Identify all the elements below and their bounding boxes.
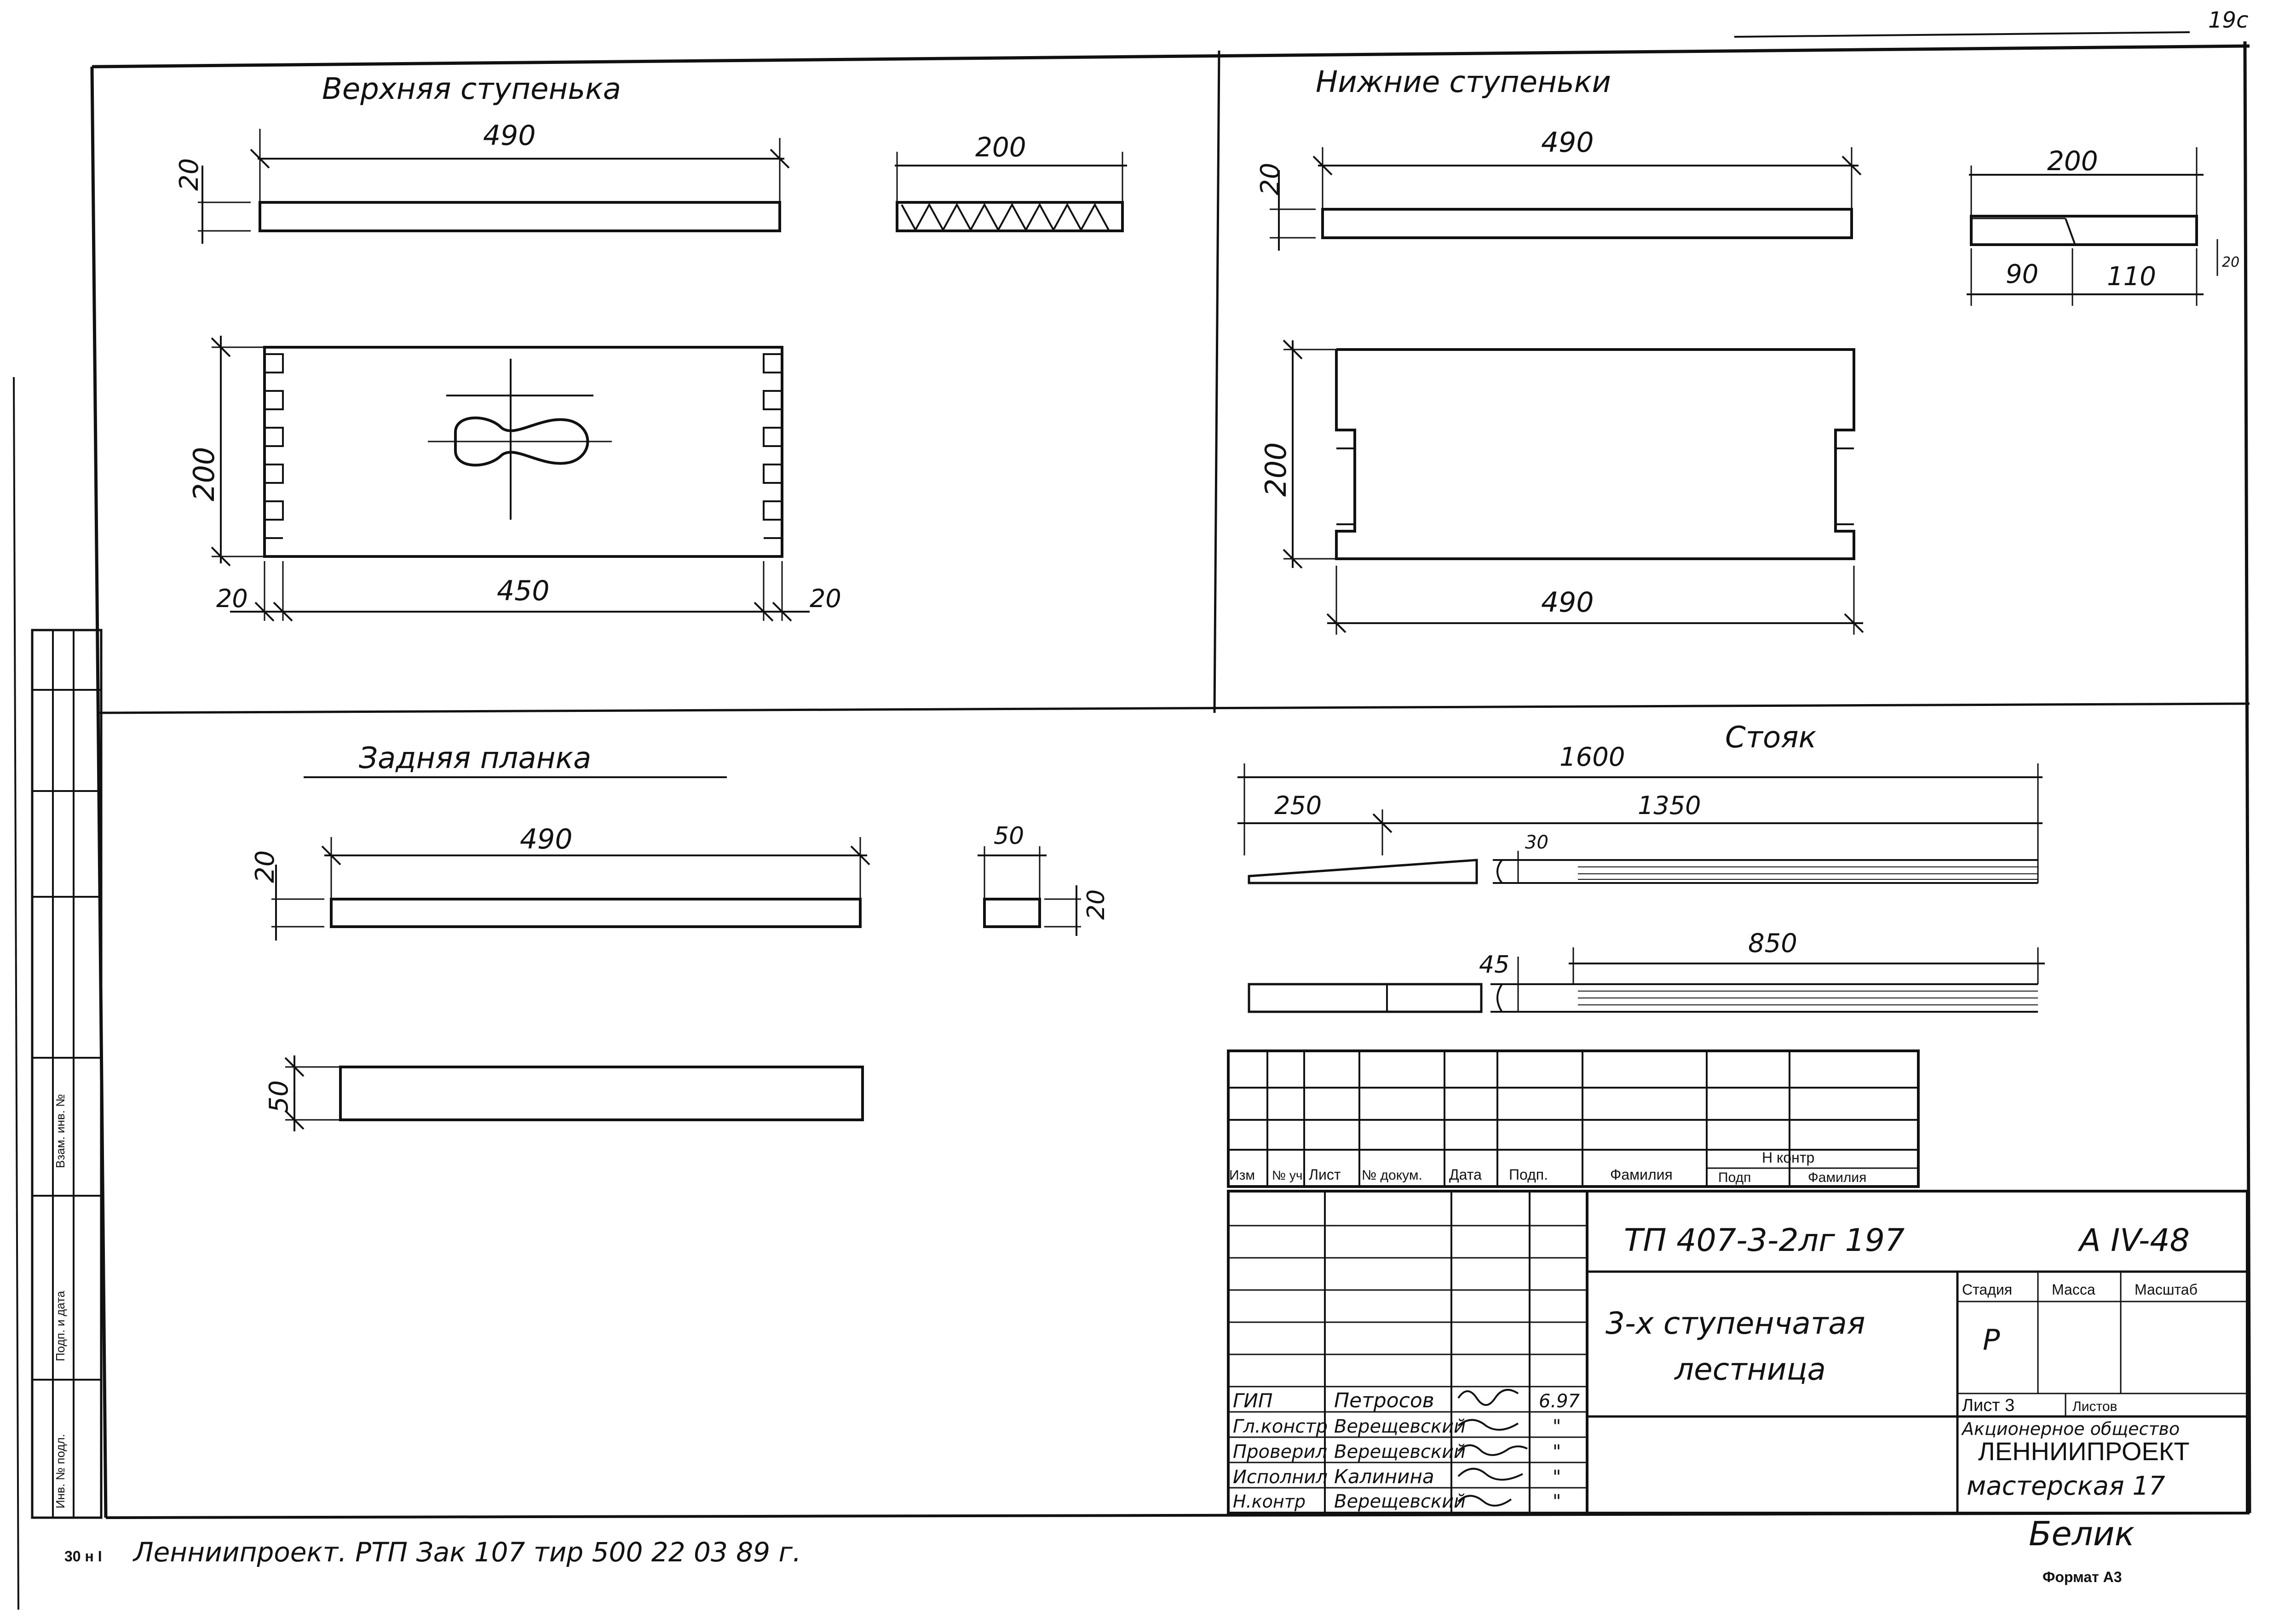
top-step-thickness-label: 20 [174, 158, 204, 191]
stringer-lower-notch-label: 45 [1479, 951, 1509, 979]
rev-header-list: Лист [1309, 1166, 1341, 1183]
rev-header-doc: № докум. [1362, 1168, 1422, 1183]
signer-name-3: Калинина [1334, 1465, 1434, 1488]
org-line1: Акционерное общество [1961, 1419, 2180, 1439]
doc-code: ТП 407-3-2лг 197 [1624, 1222, 1905, 1259]
drawing-title-line2: лестница [1674, 1352, 1826, 1387]
signer-role-1: Гл.констр [1233, 1416, 1328, 1437]
rev-header-izm: Изм [1229, 1168, 1255, 1183]
signer-date-2: " [1553, 1441, 1561, 1462]
signature-scribble [1457, 1389, 1528, 1507]
top-step-length-label: 490 [483, 120, 536, 152]
lower-steps-side-section: 200 90 110 20 [1967, 145, 2239, 306]
lower-steps-plan: 200 490 [1259, 339, 1864, 635]
signer-role-2: Проверил [1233, 1441, 1327, 1462]
sheet-number: Лист 3 [1962, 1396, 2014, 1415]
top-step-plan: 200 20 450 20 [187, 336, 841, 622]
back-plank-plan-height-label: 50 [264, 1080, 294, 1113]
stamp-label-replacement: Взам. инв. № [53, 1094, 67, 1168]
stringer-right-part-label: 1350 [1638, 791, 1701, 820]
footer-left-code: 30 н I [64, 1548, 102, 1565]
top-step-elevation: 490 20 [174, 120, 790, 244]
lower-steps-length-label: 490 [1541, 126, 1594, 159]
rev-header-name: Фамилия [1610, 1166, 1673, 1183]
stamp-label-signature: Подп. и дата [53, 1290, 67, 1361]
corner-mark: 19с [2208, 7, 2248, 33]
org-line2: ЛЕННИИПРОЕКТ [1978, 1437, 2190, 1466]
rev-header-n-kontr-name: Фамилия [1808, 1170, 1866, 1185]
top-step-section: Верхняя ступенька 490 20 200 [174, 72, 1127, 622]
scale-header: Масштаб [2135, 1281, 2198, 1298]
format-label: Формат А3 [2043, 1569, 2122, 1585]
footer-print-info: Ленниипроект. РТП Зак 107 тир 500 22 03 … [132, 1537, 801, 1568]
signer-date-4: " [1553, 1491, 1561, 1512]
signer-role-3: Исполнил [1233, 1467, 1328, 1488]
lower-steps-right-small-label: 20 [2222, 254, 2239, 270]
back-plank-section-width-label: 50 [994, 822, 1024, 850]
rev-header-date: Дата [1449, 1166, 1482, 1183]
top-step-title: Верхняя ступенька [322, 72, 621, 106]
signer-name-0: Петросов [1334, 1389, 1434, 1412]
lower-steps-title: Нижние ступеньки [1316, 65, 1611, 99]
top-step-side-section: 200 [895, 132, 1127, 232]
signer-name-1: Верещевский [1334, 1416, 1466, 1437]
lower-steps-plan-height-label: 200 [1259, 442, 1293, 497]
stringer-section: Стояк 1600 250 1350 30 [1237, 721, 2045, 1013]
signer-name-4: Верещевский [1334, 1491, 1466, 1512]
lower-steps-elevation: 490 20 [1255, 126, 1862, 251]
back-plank-title: Задняя планка [359, 741, 591, 775]
signer-name-2: Верещевский [1334, 1441, 1466, 1462]
signer-date-3: " [1553, 1467, 1561, 1488]
back-plank-section-thickness-label: 20 [1082, 889, 1110, 920]
left-stamp: Взам. инв. № Подп. и дата Инв. № подл. [13, 377, 103, 1610]
stringer-left-part-label: 250 [1274, 791, 1322, 820]
lower-steps-seg-b-label: 110 [2107, 262, 2156, 292]
signature-below: Белик [2029, 1514, 2135, 1553]
lower-steps-section: Нижние ступеньки 490 20 200 [1255, 65, 2239, 635]
top-step-right-edge-label: 20 [810, 584, 841, 613]
rev-header-sign: Подп. [1509, 1166, 1548, 1183]
signer-date-1: " [1553, 1416, 1561, 1437]
back-plank-thickness-label: 20 [250, 850, 280, 883]
back-plank-plan: 50 [264, 1055, 864, 1131]
lower-steps-seg-a-label: 90 [2006, 259, 2038, 289]
drawing-title-line1: 3-х ступенчатая [1605, 1306, 1865, 1341]
title-block: ТП 407-3-2лг 197 А IV-48 3-х ступенчатая… [1227, 1190, 2249, 1514]
stringer-title: Стояк [1725, 721, 1817, 755]
rev-header-n-kontr-sign: Подп [1718, 1170, 1751, 1185]
lower-steps-plan-length-label: 490 [1541, 586, 1594, 619]
stringer-upper-view: 1600 250 1350 30 [1237, 742, 2043, 884]
stage-value: Р [1983, 1323, 2000, 1357]
top-step-inner-length-label: 450 [497, 575, 550, 607]
stringer-notch-label: 30 [1525, 832, 1548, 853]
top-step-left-edge-label: 20 [216, 584, 248, 613]
stringer-total-label: 1600 [1559, 742, 1625, 772]
top-step-side-width-label: 200 [975, 132, 1026, 163]
stage-header: Стадия [1962, 1281, 2012, 1298]
back-plank-section-view: 50 20 [978, 822, 1110, 936]
back-plank-section: Задняя планка 490 20 50 20 [250, 741, 1110, 1131]
mass-header: Масса [2052, 1281, 2095, 1298]
top-step-plan-height-label: 200 [187, 447, 221, 501]
signer-role-0: ГИП [1233, 1389, 1272, 1412]
sheets-total-label: Листов [2072, 1399, 2117, 1414]
back-plank-elevation: 490 20 [250, 823, 870, 940]
stringer-lower-part-label: 850 [1748, 929, 1797, 958]
stringer-lower-view: 850 45 [1248, 929, 2045, 1013]
signer-role-4: Н.контр [1233, 1491, 1306, 1512]
signer-date-0: 6.97 [1539, 1391, 1580, 1412]
rev-header-uch: № уч [1272, 1168, 1302, 1182]
org-line3: мастерская 17 [1967, 1471, 2165, 1501]
revision-table: Изм № уч Лист № докум. Дата Подп. Фамили… [1227, 1049, 1920, 1188]
album-code: А IV-48 [2077, 1222, 2190, 1259]
lower-steps-side-width-label: 200 [2047, 145, 2098, 177]
back-plank-length-label: 490 [520, 823, 573, 855]
rev-header-n-kontr: Н контр [1762, 1149, 1814, 1166]
stamp-label-inventory: Инв. № подл. [53, 1434, 67, 1508]
lower-steps-thickness-label: 20 [1255, 163, 1285, 195]
sheet-frame [90, 31, 2251, 1519]
